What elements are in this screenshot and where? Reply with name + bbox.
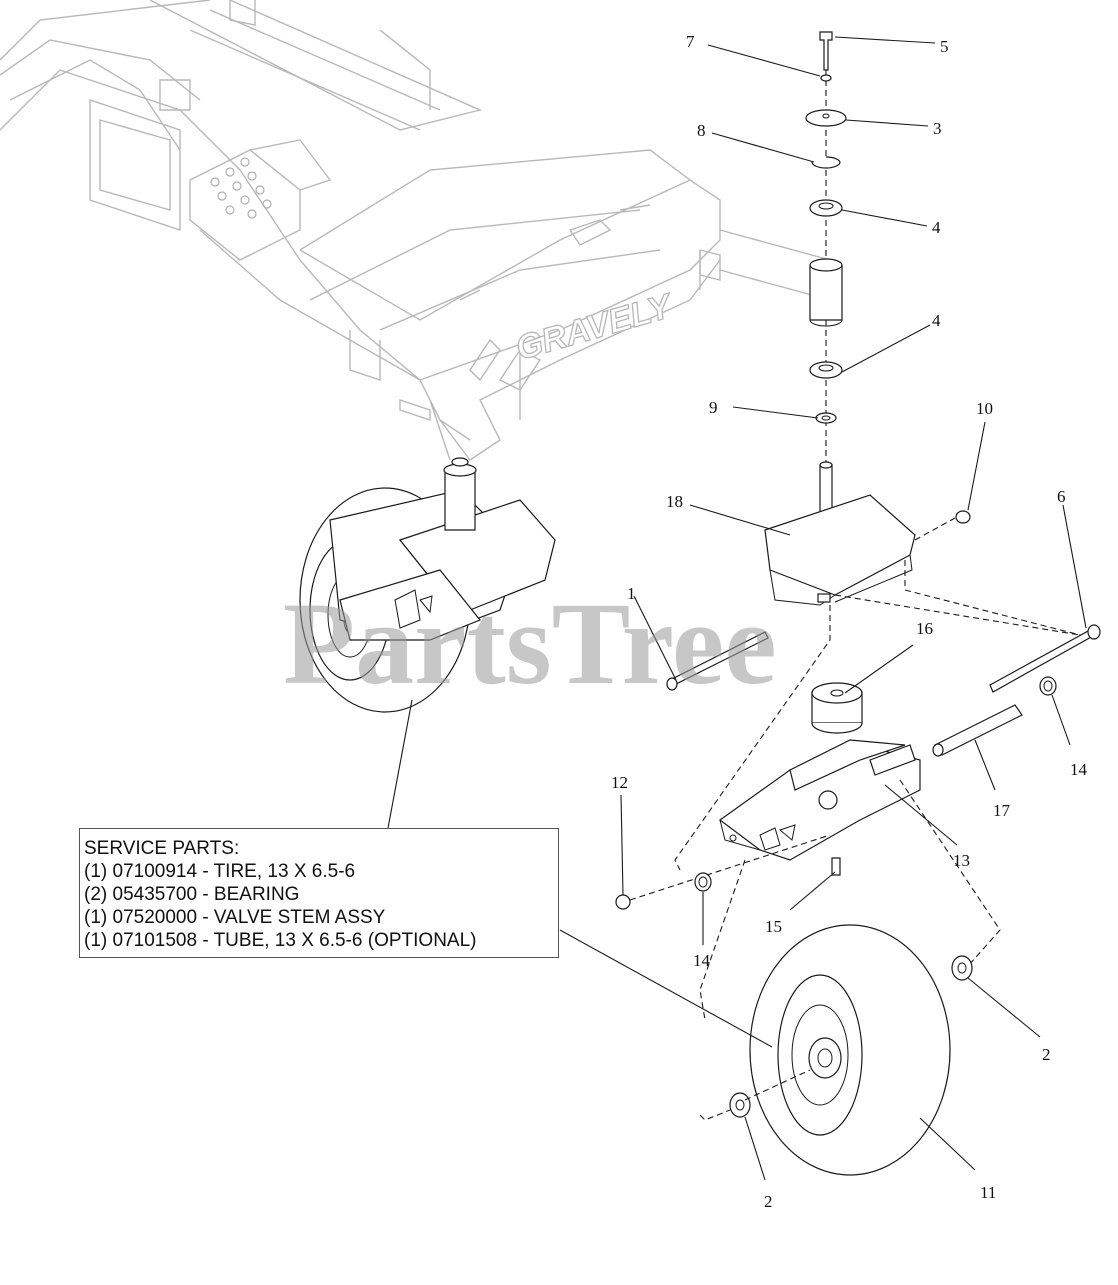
assembled-caster-wheel [299, 457, 556, 713]
part-bolt [819, 31, 833, 71]
part-flange-bushing-left [694, 872, 712, 892]
callout-numbers: 7 5 3 8 4 4 9 10 18 6 1 16 12 14 17 13 1… [611, 32, 1088, 1211]
callout-11: 11 [980, 1183, 996, 1202]
part-yoke [764, 461, 916, 606]
part-snap-ring [811, 156, 841, 169]
callout-1: 1 [627, 584, 636, 603]
part-wheel-bearing-left [729, 1092, 751, 1118]
callout-13: 13 [953, 851, 970, 870]
callout-2-right: 2 [1042, 1045, 1051, 1064]
callout-4-upper: 4 [932, 218, 941, 237]
callout-14-right: 14 [1070, 760, 1088, 779]
service-parts-heading: SERVICE PARTS: [84, 838, 240, 859]
part-wheel-bearing-right [951, 955, 973, 981]
part-small-nut [820, 74, 832, 82]
callout-17: 17 [993, 801, 1011, 820]
part-bearing-lower [809, 361, 843, 379]
part-lock-nut [615, 894, 631, 910]
callout-18: 18 [666, 492, 683, 511]
callout-8: 8 [697, 121, 706, 140]
brand-logo: GRAVELY [512, 286, 679, 367]
callout-16: 16 [916, 619, 933, 638]
part-nut [955, 510, 971, 524]
leader-lines [387, 36, 1087, 1181]
part-bearing-upper [809, 199, 843, 217]
callout-2-left: 2 [764, 1192, 773, 1211]
part-wheel [749, 924, 951, 1176]
callout-3: 3 [933, 119, 942, 138]
part-sleeve [809, 264, 843, 321]
callout-9: 9 [709, 398, 718, 417]
callout-12: 12 [611, 773, 628, 792]
part-fork [718, 739, 921, 861]
service-part-line: (1) 07100914 - TIRE, 13 X 6.5-6 [84, 861, 356, 882]
part-flange-bushing-right [1039, 676, 1057, 696]
exploded-parts [615, 31, 1101, 1176]
callout-6: 6 [1057, 487, 1066, 506]
part-bushing [811, 682, 863, 734]
callout-14-left: 14 [693, 951, 711, 970]
mower-frame: GRAVELY [0, 0, 831, 461]
service-part-line: (2) 05435700 - BEARING [84, 884, 300, 905]
callout-7: 7 [686, 32, 695, 51]
service-parts-box: SERVICE PARTS: (1) 07100914 - TIRE, 13 X… [79, 828, 559, 958]
callout-15: 15 [765, 917, 782, 936]
service-part-line: (1) 07101508 - TUBE, 13 X 6.5-6 (OPTIONA… [84, 930, 477, 951]
part-washer [815, 412, 837, 424]
service-part-line: (1) 07520000 - VALVE STEM ASSY [84, 907, 386, 928]
watermark: PartsTree [283, 578, 777, 709]
callout-4-lower: 4 [932, 311, 941, 330]
callout-5: 5 [940, 37, 949, 56]
part-valve-stem [831, 857, 841, 876]
callout-10: 10 [976, 399, 993, 418]
